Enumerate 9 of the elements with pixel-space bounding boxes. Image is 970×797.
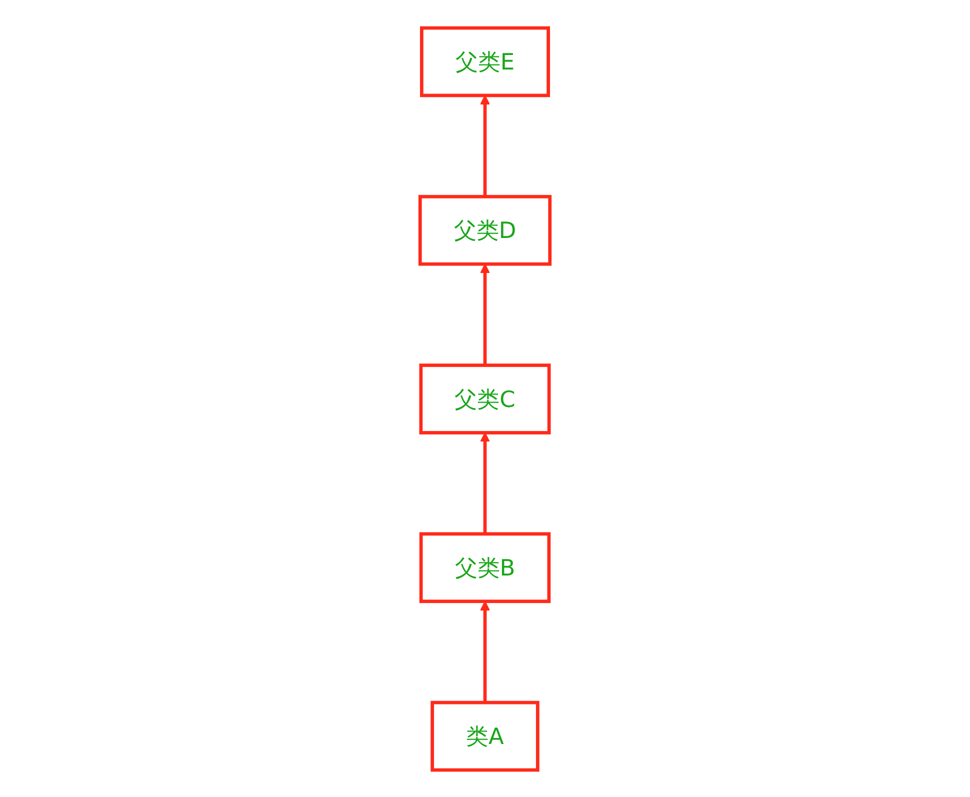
arrow — [480, 94, 490, 196]
node-box: 类A — [430, 700, 540, 772]
node-box: 父类B — [419, 532, 551, 603]
arrow — [480, 432, 490, 534]
node-box: 父类D — [418, 194, 552, 266]
arrow — [480, 600, 490, 702]
node-box: 父类C — [419, 363, 551, 434]
arrow — [480, 263, 490, 365]
node-box: 父类E — [420, 26, 550, 97]
